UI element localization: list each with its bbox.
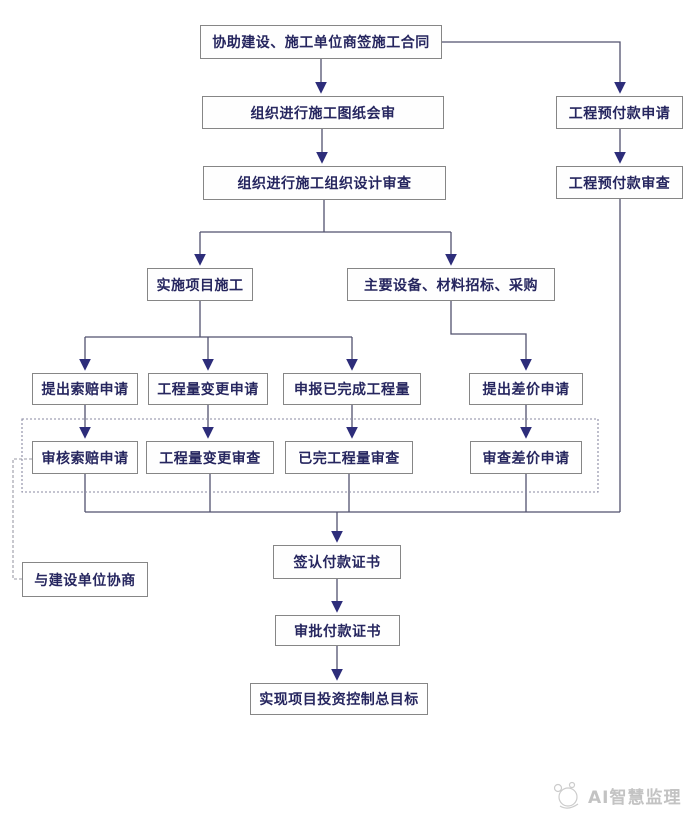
node-change-apply: 工程量变更申请 [148, 373, 268, 405]
node-assist-contract: 协助建设、施工单位商签施工合同 [200, 25, 442, 59]
brand-logo-icon [553, 781, 579, 809]
node-price-diff-review: 审查差价申请 [470, 441, 582, 474]
node-prepay-review: 工程预付款审查 [556, 166, 683, 199]
node-implement-construction: 实施项目施工 [147, 268, 253, 301]
node-price-diff-apply: 提出差价申请 [469, 373, 583, 405]
node-claim-review: 审核索赔申请 [32, 441, 138, 474]
brand-logo-spacer [552, 779, 582, 811]
node-equipment-bid: 主要设备、材料招标、采购 [347, 268, 555, 301]
node-consult-owner: 与建设单位协商 [22, 562, 148, 597]
node-change-review: 工程量变更审查 [146, 441, 274, 474]
node-approve-payment: 审批付款证书 [275, 615, 400, 646]
node-completed-review: 已完工程量审查 [285, 441, 413, 474]
brand-name: AI智慧监理 [588, 787, 682, 808]
node-org-design-review: 组织进行施工组织设计审查 [203, 166, 446, 200]
node-completed-report: 申报已完成工程量 [283, 373, 421, 405]
node-sign-payment: 签认付款证书 [273, 545, 401, 579]
review-group-dotted-frame [21, 418, 599, 493]
node-prepay-apply: 工程预付款申请 [556, 96, 683, 129]
brand-watermark: AI智慧监理 [552, 779, 687, 811]
node-goal: 实现项目投资控制总目标 [250, 683, 428, 715]
node-claim-apply: 提出索赔申请 [32, 373, 138, 405]
node-drawing-review: 组织进行施工图纸会审 [202, 96, 444, 129]
